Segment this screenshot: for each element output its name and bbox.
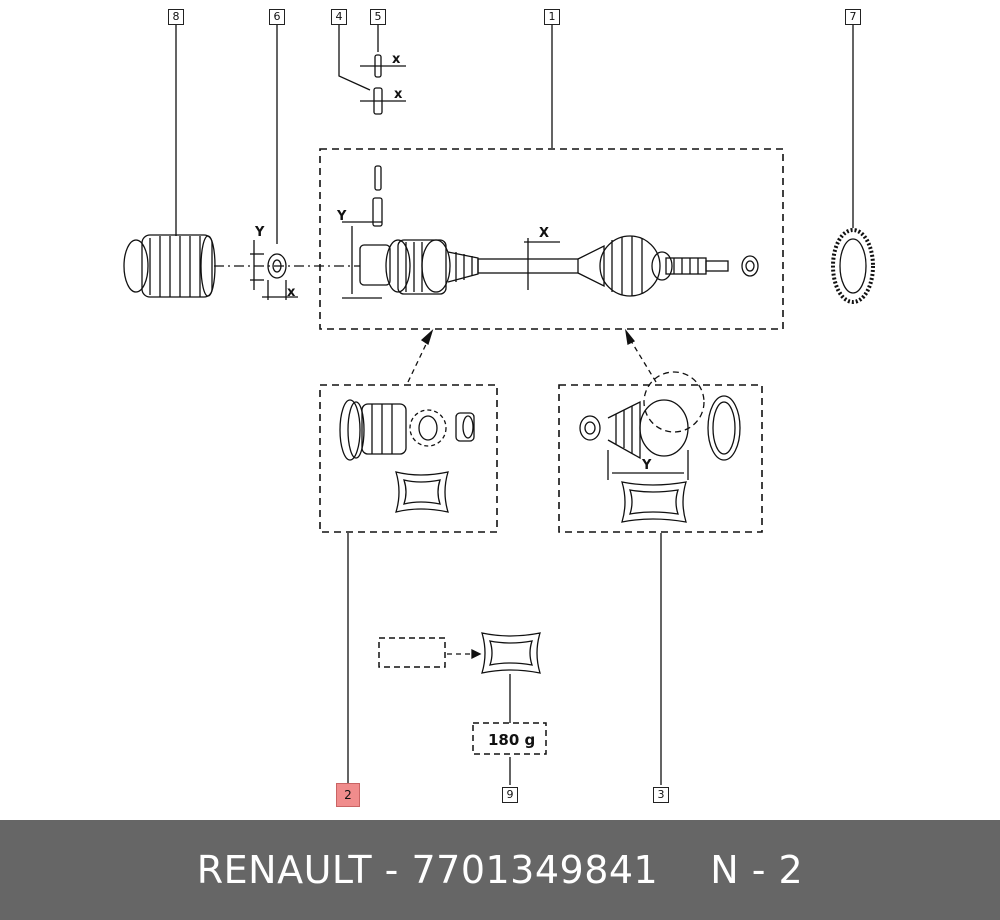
callout-1[interactable]: 1 — [544, 9, 560, 25]
grease-amount-label: 180 g — [488, 731, 535, 749]
callout-5[interactable]: 5 — [370, 9, 386, 25]
callout-6[interactable]: 6 — [269, 9, 285, 25]
dimension-y-label: Y — [641, 458, 652, 473]
diagram-position: N - 2 — [710, 848, 804, 892]
callout-4[interactable]: 4 — [331, 9, 347, 25]
brand-name: RENAULT — [196, 848, 373, 892]
dimension-y-label: Y — [254, 225, 265, 240]
callout-8[interactable]: 8 — [168, 9, 184, 25]
drive-shaft-diagram: x x Y Y x X Y 180 g — [123, 24, 875, 785]
part-number: 7701349841 — [411, 848, 659, 892]
dimension-y-label: Y — [336, 209, 347, 224]
callout-3[interactable]: 3 — [653, 787, 669, 803]
part-caption-bar: RENAULT - 7701349841 N - 2 — [0, 820, 1000, 920]
dimension-x-label: x — [287, 285, 296, 300]
dimension-x-label: X — [539, 226, 549, 241]
callout-7[interactable]: 7 — [845, 9, 861, 25]
dimension-x-label: x — [392, 52, 401, 67]
callout-2[interactable]: 2 — [336, 783, 360, 807]
dimension-x-label: x — [394, 87, 403, 102]
caption-separator: - — [384, 848, 399, 892]
callout-9[interactable]: 9 — [502, 787, 518, 803]
